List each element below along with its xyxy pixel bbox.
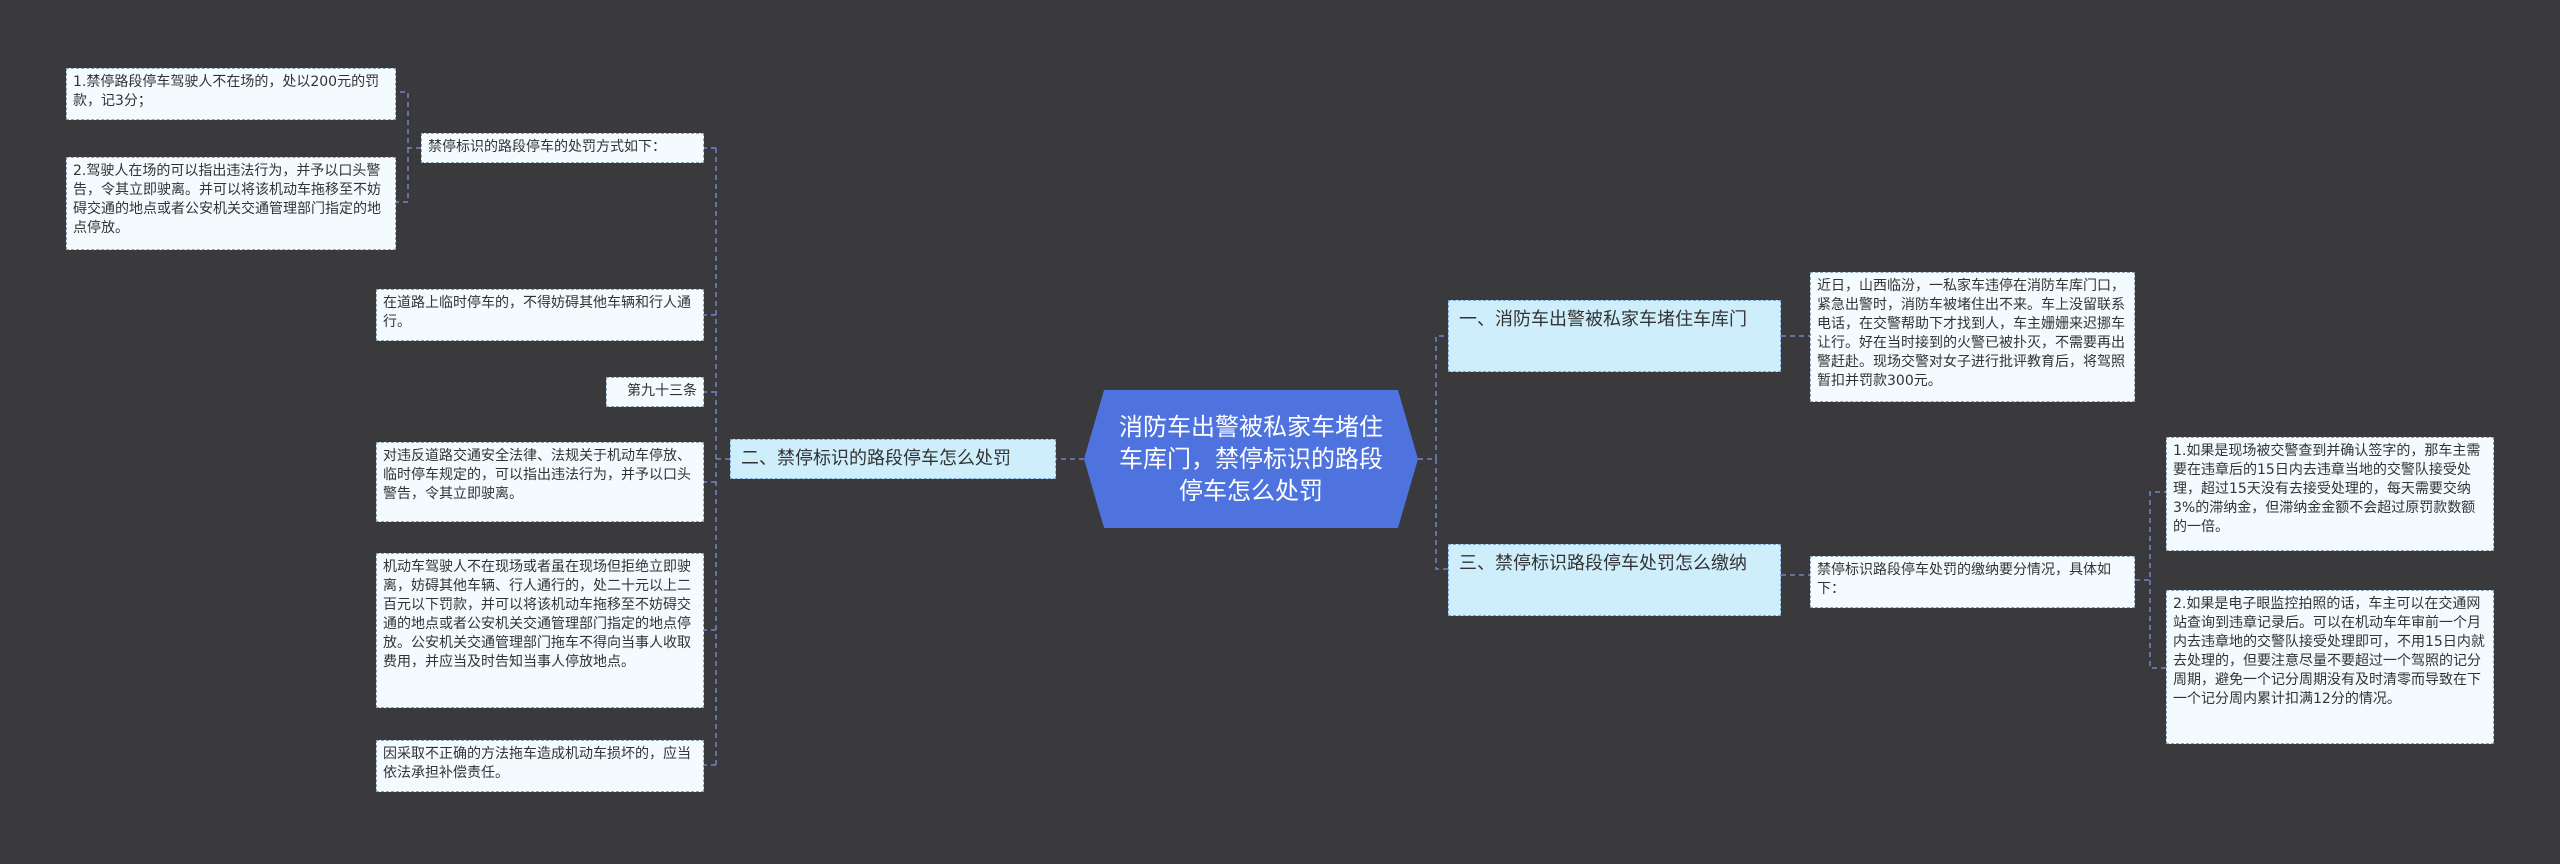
connector-center-b3 <box>1435 459 1448 570</box>
leaf-temp-parking[interactable]: 在道路上临时停车的，不得妨碍其他车辆和行人通行。 <box>376 289 704 341</box>
leaf-case-2[interactable]: 2.如果是电子眼监控拍照的话，车主可以在交通网站查询到违章记录后。可以在机动车年… <box>2166 590 2494 744</box>
central-topic[interactable]: 消防车出警被私家车堵住车库门，禁停标识的路段停车怎么处罚 <box>1084 390 1418 528</box>
branch-2-text: 二、禁停标识的路段停车怎么处罚 <box>741 448 1011 469</box>
leaf-case-1-text: 1.如果是现场被交警查到并确认签字的，那车主需要在违章后的15日内去违章当地的交… <box>2173 443 2481 535</box>
leaf-payment-heading[interactable]: 禁停标识路段停车处罚的缴纳要分情况，具体如下： <box>1810 556 2135 608</box>
connector-center-b1 <box>1418 335 1448 460</box>
connector-heading-case1 <box>2135 491 2166 581</box>
leaf-absent-driver-text: 机动车驾驶人不在现场或者虽在现场但拒绝立即驶离，妨碍其他车辆、行人通行的，处二十… <box>383 559 691 670</box>
branch-2-node[interactable]: 二、禁停标识的路段停车怎么处罚 <box>730 439 1056 479</box>
leaf-absent-driver[interactable]: 机动车驾驶人不在现场或者虽在现场但拒绝立即驶离，妨碍其他车辆、行人通行的，处二十… <box>376 553 704 708</box>
leaf-news-text: 近日，山西临汾，一私家车违停在消防车库门口，紧急出警时，消防车被堵住出不来。车上… <box>1817 278 2125 389</box>
leaf-method-2[interactable]: 2.驾驶人在场的可以指出违法行为，并予以口头警告，令其立即驶离。并可以将该机动车… <box>66 157 396 250</box>
leaf-news[interactable]: 近日，山西临汾，一私家车违停在消防车库门口，紧急出警时，消防车被堵住出不来。车上… <box>1810 272 2135 402</box>
branch-1-text: 一、消防车出警被私家车堵住车库门 <box>1459 309 1747 330</box>
leaf-method-1[interactable]: 1.禁停路段停车驾驶人不在场的，处以200元的罚款，记3分； <box>66 68 396 120</box>
leaf-case-2-text: 2.如果是电子眼监控拍照的话，车主可以在交通网站查询到违章记录后。可以在机动车年… <box>2173 596 2485 707</box>
leaf-article-93-text: 第九十三条 <box>627 383 697 399</box>
leaf-damage-text: 因采取不正确的方法拖车造成机动车损坏的，应当依法承担补偿责任。 <box>383 746 691 781</box>
leaf-payment-heading-text: 禁停标识路段停车处罚的缴纳要分情况，具体如下： <box>1817 562 2111 597</box>
leaf-article-93[interactable]: 第九十三条 <box>606 377 704 407</box>
connector-methods-2 <box>396 148 409 203</box>
leaf-damage[interactable]: 因采取不正确的方法拖车造成机动车损坏的，应当依法承担补偿责任。 <box>376 740 704 792</box>
branch-3-text: 三、禁停标识路段停车处罚怎么缴纳 <box>1459 553 1747 574</box>
leaf-methods-heading-text: 禁停标识的路段停车的处罚方式如下： <box>428 139 666 155</box>
branch-1-node[interactable]: 一、消防车出警被私家车堵住车库门 <box>1448 300 1781 372</box>
leaf-case-1[interactable]: 1.如果是现场被交警查到并确认签字的，那车主需要在违章后的15日内去违章当地的交… <box>2166 437 2494 551</box>
leaf-method-2-text: 2.驾驶人在场的可以指出违法行为，并予以口头警告，令其立即驶离。并可以将该机动车… <box>73 163 381 236</box>
central-topic-text: 消防车出警被私家车堵住车库门，禁停标识的路段停车怎么处罚 <box>1119 413 1383 505</box>
connector-heading-case2 <box>2149 580 2166 669</box>
branch-3-node[interactable]: 三、禁停标识路段停车处罚怎么缴纳 <box>1448 544 1781 616</box>
leaf-violation-text: 对违反道路交通安全法律、法规关于机动车停放、临时停车规定的，可以指出违法行为，并… <box>383 448 691 502</box>
leaf-violation[interactable]: 对违反道路交通安全法律、法规关于机动车停放、临时停车规定的，可以指出违法行为，并… <box>376 442 704 522</box>
leaf-methods-heading[interactable]: 禁停标识的路段停车的处罚方式如下： <box>421 133 704 163</box>
connector-methods-1 <box>396 91 421 149</box>
leaf-temp-parking-text: 在道路上临时停车的，不得妨碍其他车辆和行人通行。 <box>383 295 691 330</box>
leaf-method-1-text: 1.禁停路段停车驾驶人不在场的，处以200元的罚款，记3分； <box>73 74 380 109</box>
